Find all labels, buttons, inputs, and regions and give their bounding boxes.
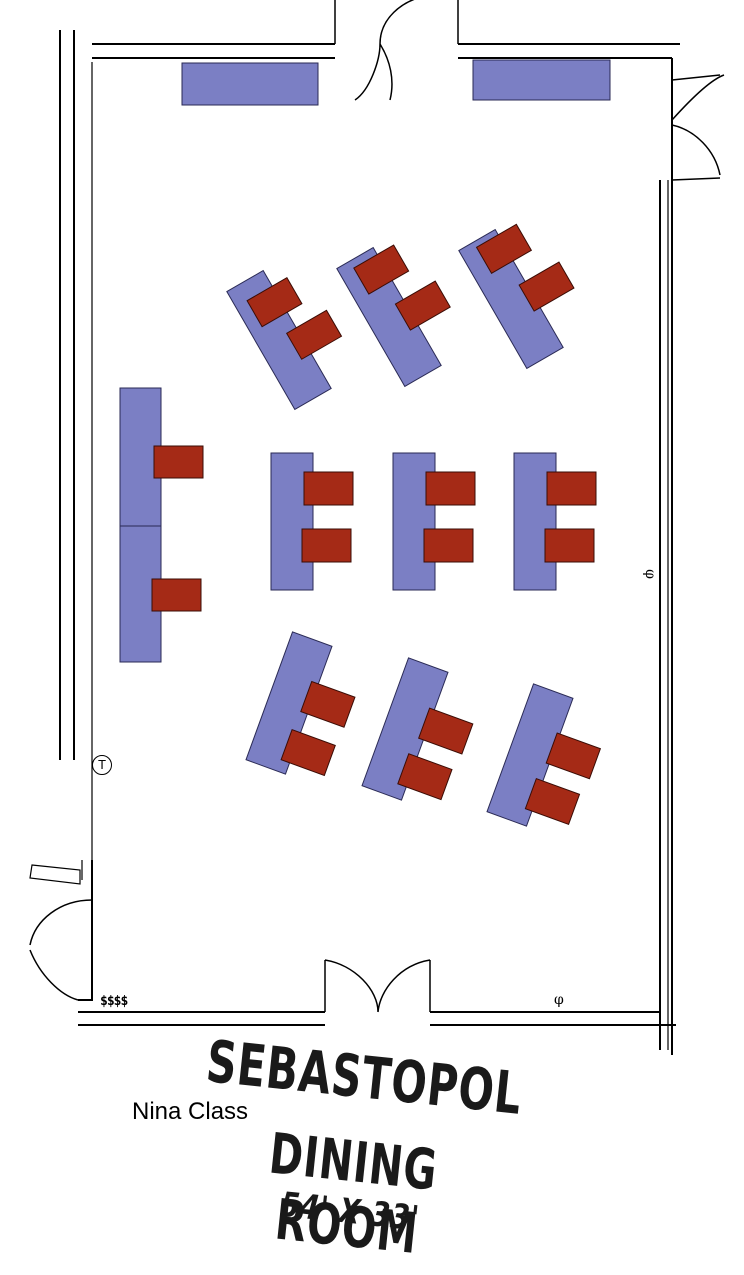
table-group-top-3 (458, 223, 575, 370)
phi-marker-wall: φ (641, 569, 658, 579)
doors (29, 0, 725, 1013)
phi-marker: φ (554, 992, 564, 1008)
table-group-bottom-3 (486, 683, 602, 827)
serving-table-left (181, 62, 319, 106)
table-group-middle-3 (513, 452, 597, 591)
serving-table-right (472, 59, 611, 101)
class-label: Nina Class (128, 1096, 292, 1130)
table-group-bottom-2 (361, 657, 474, 801)
table-group-middle-1 (270, 452, 354, 591)
outlet-symbols: $$$$ (100, 994, 128, 1009)
table-group-middle-2 (392, 452, 476, 591)
room-walls (29, 30, 680, 1055)
table-group-left-wall (119, 387, 204, 663)
serving-tables (181, 59, 611, 106)
table-group-top-2 (336, 244, 451, 388)
t-marker: T (92, 755, 112, 775)
table-group-bottom-1 (245, 631, 356, 777)
table-group-top-1 (226, 269, 343, 411)
